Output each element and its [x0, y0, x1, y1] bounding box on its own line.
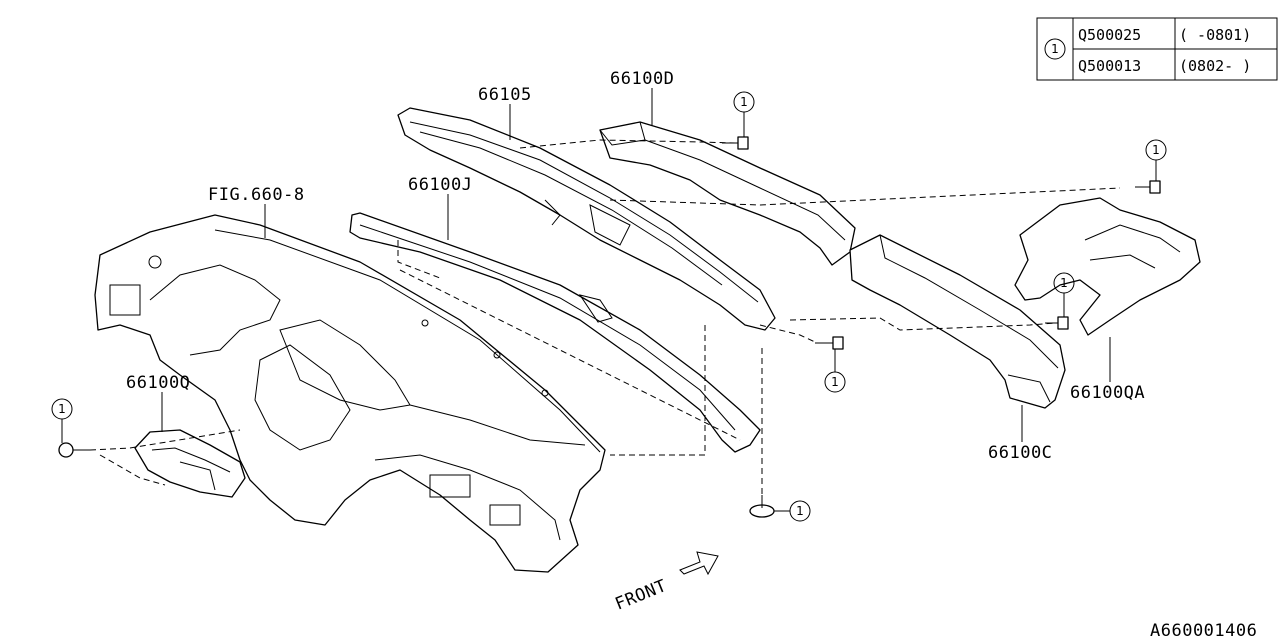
table-range-2: (0802- ) [1179, 57, 1251, 75]
table-callout-circle [1044, 38, 1066, 60]
clip-icon [58, 442, 90, 458]
screw-icon [1135, 180, 1161, 194]
svg-text:1: 1 [58, 402, 66, 416]
screw-icon [749, 495, 775, 518]
table-range-1: ( -0801) [1179, 26, 1251, 44]
table-callout-number: 1 [1051, 42, 1059, 56]
front-label: FRONT [612, 576, 669, 615]
fastener-screws [58, 136, 1161, 518]
duct-66100J-drawing [349, 212, 761, 453]
callout-1: 1 [774, 500, 811, 522]
front-direction-indicator: FRONT [612, 551, 719, 615]
callout-1: 1 [1053, 272, 1075, 317]
screw-icon [815, 336, 844, 350]
screw-icon [1045, 316, 1069, 330]
duct-66100QA-drawing [1014, 197, 1201, 336]
fastener-reference-table: 1 Q500025 ( -0801) Q500013 (0802- ) [1036, 17, 1278, 81]
svg-text:1: 1 [740, 95, 748, 109]
label-66100J: 66100J [408, 175, 472, 195]
svg-text:1: 1 [796, 504, 804, 518]
assembly-lines [89, 139, 1121, 495]
part-labels: FIG.660-8 66105 66100D 66100J 66100Q 661… [126, 69, 1145, 463]
drawing-number: A660001406 [1150, 621, 1257, 640]
front-arrow-icon [679, 551, 719, 576]
svg-text:1: 1 [1152, 143, 1160, 157]
label-66100QA: 66100QA [1070, 383, 1145, 403]
svg-text:1: 1 [1060, 276, 1068, 290]
defroster-nozzle-66105-drawing [397, 107, 776, 331]
callout-1: 1 [733, 91, 755, 137]
table-part-number-2: Q500013 [1078, 57, 1141, 75]
duct-66100C-drawing [849, 234, 1066, 409]
callout-1: 1 [824, 349, 846, 393]
duct-66100D-drawing [599, 121, 856, 266]
vent-66100Q-drawing [134, 429, 246, 498]
table-part-number-1: Q500025 [1078, 26, 1141, 44]
label-66105: 66105 [478, 85, 532, 105]
screw-icon [722, 136, 749, 150]
svg-text:1: 1 [831, 375, 839, 389]
callout-1: 1 [51, 398, 73, 443]
callouts: 1 1 1 1 1 1 [51, 91, 1167, 522]
label-66100Q: 66100Q [126, 373, 190, 393]
instrument-panel-drawing [94, 214, 606, 573]
label-fig-660-8: FIG.660-8 [208, 185, 305, 205]
callout-1: 1 [1145, 139, 1167, 181]
label-66100C: 66100C [988, 443, 1052, 463]
label-66100D: 66100D [610, 69, 674, 89]
